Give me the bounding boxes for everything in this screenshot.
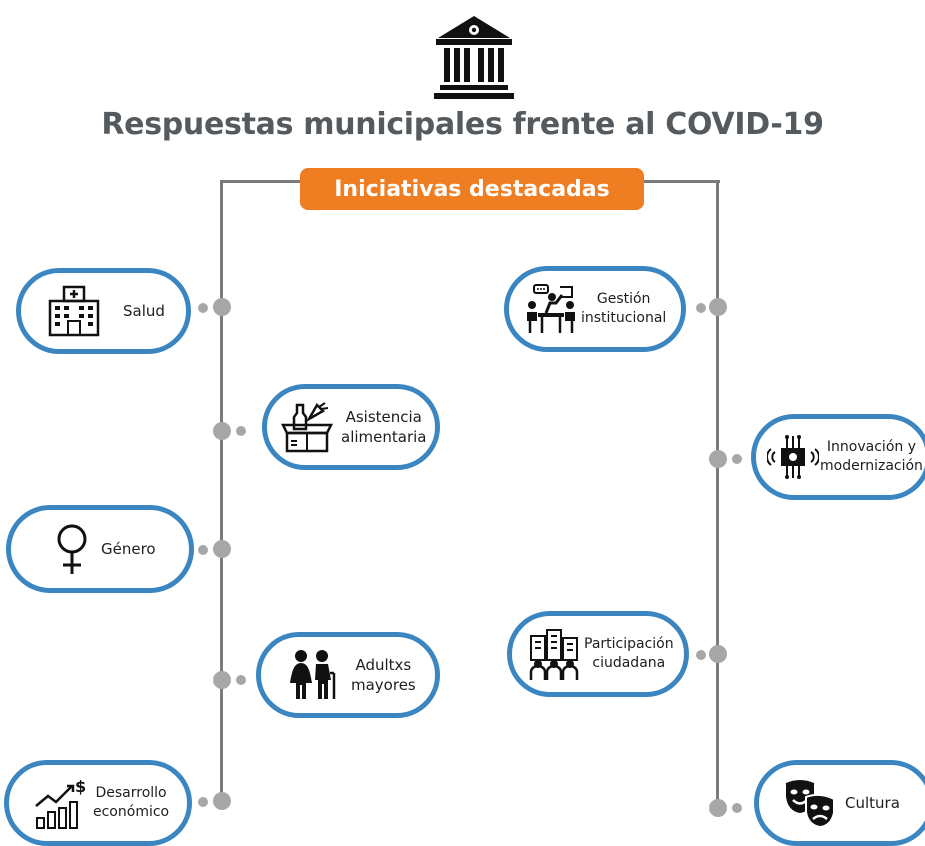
category-salud[interactable]: Salud bbox=[16, 268, 191, 354]
food-box-icon bbox=[277, 399, 337, 455]
category-genero[interactable]: Género bbox=[6, 505, 194, 593]
connector-dot bbox=[236, 675, 246, 685]
category-label: Género bbox=[101, 539, 156, 558]
connector-dot bbox=[213, 298, 231, 316]
connector-dot bbox=[213, 540, 231, 558]
initiatives-banner: Iniciativas destacadas bbox=[300, 168, 644, 210]
connector-dot bbox=[198, 545, 208, 555]
connector-dot bbox=[213, 422, 231, 440]
category-adultxs-mayores[interactable]: Adultxs mayores bbox=[256, 632, 440, 718]
category-label-line: modernización bbox=[820, 458, 923, 474]
category-label-line: ciudadana bbox=[592, 655, 666, 671]
connector-dot bbox=[709, 298, 727, 316]
category-asistencia-alimentaria[interactable]: Asistencia alimentaria bbox=[262, 384, 440, 470]
connector-dot bbox=[732, 803, 742, 813]
svg-text:$: $ bbox=[75, 777, 86, 796]
connector-dot bbox=[709, 450, 727, 468]
connector-dot bbox=[198, 303, 208, 313]
connector-dot bbox=[213, 671, 231, 689]
page-title: Respuestas municipales frente al COVID-1… bbox=[101, 107, 824, 142]
category-participacion-ciudadana[interactable]: Participación ciudadana bbox=[507, 611, 689, 697]
category-label-line: Asistencia bbox=[345, 407, 422, 426]
category-cultura[interactable]: Cultura bbox=[754, 760, 925, 846]
category-desarrollo-economico[interactable]: $ Desarrollo económico bbox=[4, 760, 192, 846]
banner-connector-right bbox=[642, 180, 720, 183]
category-label-line: institucional bbox=[581, 310, 667, 326]
category-innovacion-modernizacion[interactable]: Innovación y modernización bbox=[751, 414, 925, 500]
category-label: Cultura bbox=[845, 793, 900, 812]
chip-icon bbox=[766, 430, 820, 484]
connector-dot bbox=[732, 454, 742, 464]
banner-connector-left bbox=[220, 180, 302, 183]
connector-dot bbox=[236, 426, 246, 436]
connector-dot bbox=[709, 799, 727, 817]
category-label-line: mayores bbox=[351, 676, 416, 694]
category-label-line: alimentaria bbox=[341, 428, 427, 446]
meeting-icon bbox=[523, 281, 579, 337]
connector-dot bbox=[198, 797, 208, 807]
government-building-icon bbox=[434, 16, 514, 99]
connector-dot bbox=[709, 645, 727, 663]
category-label-line: Adultxs bbox=[355, 655, 412, 674]
category-label: Salud bbox=[123, 301, 165, 320]
female-symbol-icon bbox=[47, 521, 97, 577]
category-label-line: Desarrollo bbox=[95, 785, 167, 802]
category-gestion-institucional[interactable]: Gestión institucional bbox=[504, 266, 686, 352]
connector-dot bbox=[696, 650, 706, 660]
hospital-icon bbox=[43, 283, 105, 339]
theater-masks-icon bbox=[781, 777, 839, 829]
category-label-line: económico bbox=[93, 804, 170, 820]
category-label-line: Gestión bbox=[596, 291, 651, 308]
connector-dot bbox=[696, 303, 706, 313]
left-trunk-line bbox=[220, 180, 223, 805]
growth-chart-icon: $ bbox=[31, 776, 89, 830]
right-trunk-line bbox=[716, 180, 719, 805]
category-label-line: Participación bbox=[584, 636, 674, 653]
connector-dot bbox=[213, 792, 231, 810]
city-people-icon bbox=[526, 626, 582, 682]
category-label-line: Innovación y bbox=[826, 439, 916, 456]
elderly-couple-icon bbox=[283, 647, 343, 703]
